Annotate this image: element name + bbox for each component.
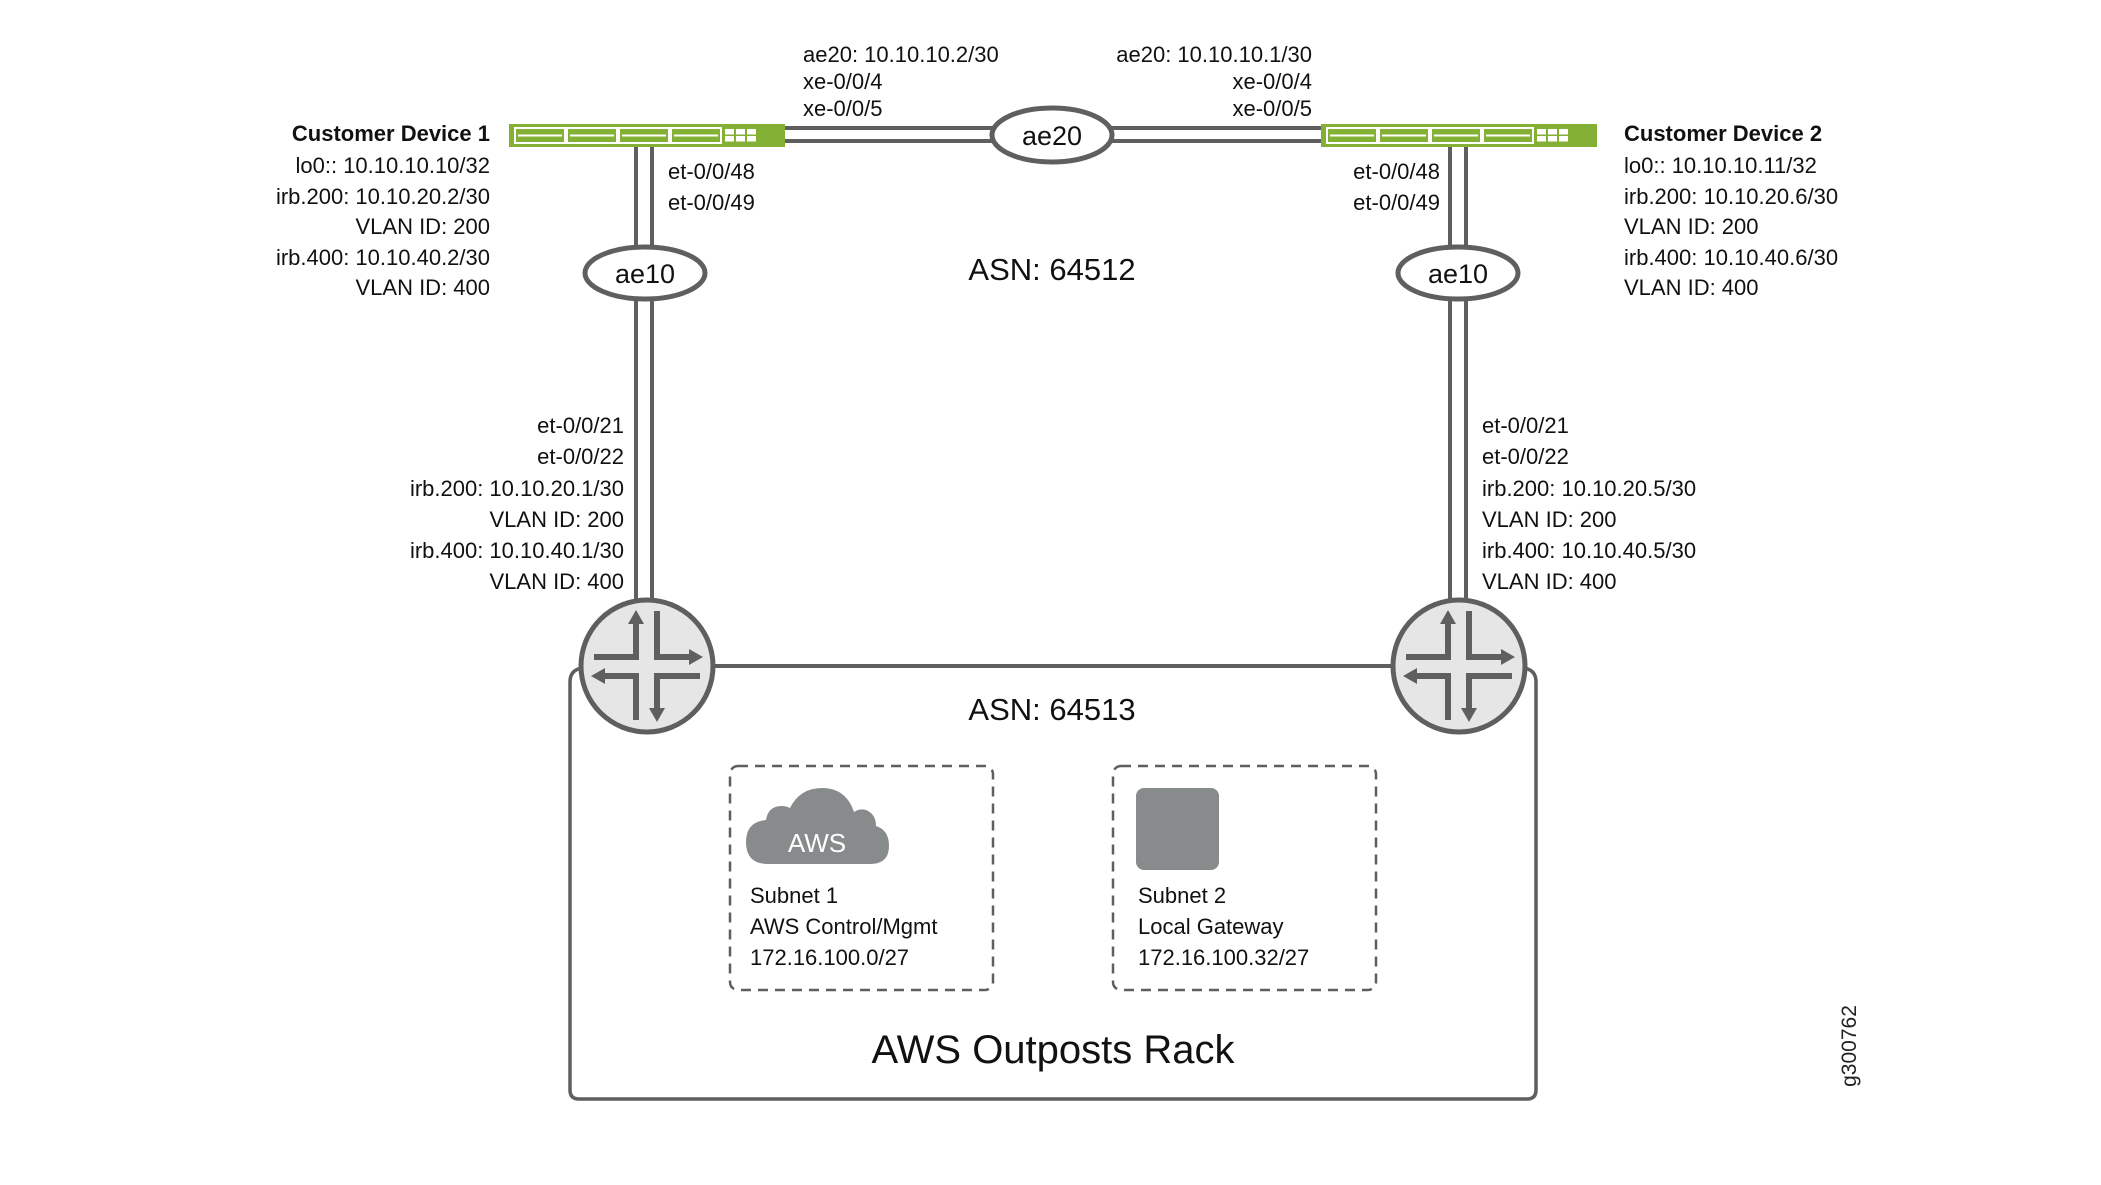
outpost-left-line: irb.400: 10.10.40.1/30 [410,538,624,563]
outpost-right-labels: et-0/0/21 et-0/0/22 irb.200: 10.10.20.5/… [1482,413,1696,594]
local-gateway-icon [1136,788,1219,870]
outposts-rack-title: AWS Outposts Rack [871,1028,1235,1072]
cd1-port: et-0/0/48 [668,159,755,184]
customer-device-2-title: Customer Device 2 [1624,121,1822,146]
switch-port-cell [1537,136,1546,142]
cd1-ae20-line: xe-0/0/4 [803,69,883,94]
outpost-left-line: VLAN ID: 200 [489,507,624,532]
switch-port-cell [736,129,745,135]
outpost-right-line: VLAN ID: 200 [1482,507,1617,532]
customer-device-1-uplink-ports: et-0/0/48 et-0/0/49 [668,159,755,215]
cd2-port: et-0/0/49 [1353,190,1440,215]
customer-device-2-ae20-labels: ae20: 10.10.10.1/30 xe-0/0/4 xe-0/0/5 [1116,42,1312,121]
cd1-line: irb.200: 10.10.20.2/30 [276,184,490,209]
outpost-left-labels: et-0/0/21 et-0/0/22 irb.200: 10.10.20.1/… [410,413,624,594]
cd2-ae20-line: ae20: 10.10.10.1/30 [1116,42,1312,67]
outpost-left-line: VLAN ID: 400 [489,569,624,594]
outpost-left-line: et-0/0/22 [537,444,624,469]
customer-device-1-title: Customer Device 1 [292,121,490,146]
outpost-router-left-icon [578,597,716,735]
subnet-1-line: AWS Control/Mgmt [750,914,937,939]
cd2-line: irb.200: 10.10.20.6/30 [1624,184,1838,209]
cd2-line: VLAN ID: 200 [1624,214,1759,239]
right-ae10-bundle: ae10 [1395,244,1521,302]
cd1-ae20-line: xe-0/0/5 [803,96,883,121]
switch-port-cell [747,129,756,135]
outpost-right-line: irb.200: 10.10.20.5/30 [1482,476,1696,501]
cd1-line: VLAN ID: 200 [355,214,490,239]
subnet-1-line: 172.16.100.0/27 [750,945,909,970]
outpost-left-line: et-0/0/21 [537,413,624,438]
switch-port-group [514,127,566,144]
switch-port-cell [1548,129,1557,135]
cd1-port: et-0/0/49 [668,190,755,215]
aws-cloud-label: AWS [788,828,846,858]
ae20-bundle: ae20 [989,105,1115,165]
subnet-1-box: AWS Subnet 1 AWS Control/Mgmt 172.16.100… [728,764,995,992]
switch-port-cell [1559,136,1568,142]
left-ae10-label: ae10 [615,259,675,289]
subnet-2-line: Subnet 2 [1138,883,1226,908]
cd2-line: irb.400: 10.10.40.6/30 [1624,245,1838,270]
asn-customer-label: ASN: 64512 [968,252,1135,287]
cd2-port: et-0/0/48 [1353,159,1440,184]
outpost-left-line: irb.200: 10.10.20.1/30 [410,476,624,501]
outpost-router-right-icon [1390,597,1528,735]
cd2-line: lo0:: 10.10.10.11/32 [1624,153,1817,178]
switch-port-group [1430,127,1482,144]
switch-port-group [670,127,722,144]
switch-port-cell [1559,129,1568,135]
subnet-2-line: Local Gateway [1138,914,1284,939]
router-body [1390,597,1528,735]
subnet-1-line: Subnet 1 [750,883,838,908]
cd1-ae20-line: ae20: 10.10.10.2/30 [803,42,999,67]
outpost-right-line: VLAN ID: 400 [1482,569,1617,594]
outpost-right-line: et-0/0/21 [1482,413,1569,438]
ae20-label: ae20 [1022,121,1082,151]
customer-device-1-switch-icon [509,124,785,147]
outpost-right-line: et-0/0/22 [1482,444,1569,469]
cd2-ae20-line: xe-0/0/5 [1233,96,1313,121]
customer-device-2-labels: Customer Device 2 lo0:: 10.10.10.11/32 i… [1624,121,1838,300]
switch-port-cell [1537,129,1546,135]
right-ae10-link [1448,147,1468,603]
subnet-2-box: Subnet 2 Local Gateway 172.16.100.32/27 [1111,764,1378,992]
switch-port-cell [725,136,734,142]
figure-id: g300762 [1838,1005,1861,1087]
switch-port-group [1378,127,1430,144]
asn-outposts-label: ASN: 64513 [968,692,1135,727]
left-ae10-link [634,147,654,603]
right-ae10-label: ae10 [1428,259,1488,289]
cd2-ae20-line: xe-0/0/4 [1233,69,1313,94]
left-ae10-bundle: ae10 [582,244,708,302]
outpost-right-line: irb.400: 10.10.40.5/30 [1482,538,1696,563]
subnet-2-line: 172.16.100.32/27 [1138,945,1309,970]
cd2-line: VLAN ID: 400 [1624,275,1759,300]
customer-device-2-switch-icon [1321,124,1597,147]
switch-port-cell [1548,136,1557,142]
switch-port-group [618,127,670,144]
switch-port-group [1326,127,1378,144]
router-body [578,597,716,735]
cd1-line: irb.400: 10.10.40.2/30 [276,245,490,270]
switch-port-group [1482,127,1534,144]
cd1-line: lo0:: 10.10.10.10/32 [296,153,491,178]
switch-port-group [566,127,618,144]
switch-port-cell [725,129,734,135]
customer-device-2-uplink-ports: et-0/0/48 et-0/0/49 [1353,159,1440,215]
cd1-line: VLAN ID: 400 [355,275,490,300]
customer-device-1-labels: Customer Device 1 lo0:: 10.10.10.10/32 i… [276,121,490,300]
outposts-rack-box [568,666,1538,1101]
switch-port-cell [747,136,756,142]
customer-device-1-ae20-labels: ae20: 10.10.10.2/30 xe-0/0/4 xe-0/0/5 [803,42,999,121]
aws-cloud-icon: AWS [746,788,889,864]
switch-port-cell [736,136,745,142]
